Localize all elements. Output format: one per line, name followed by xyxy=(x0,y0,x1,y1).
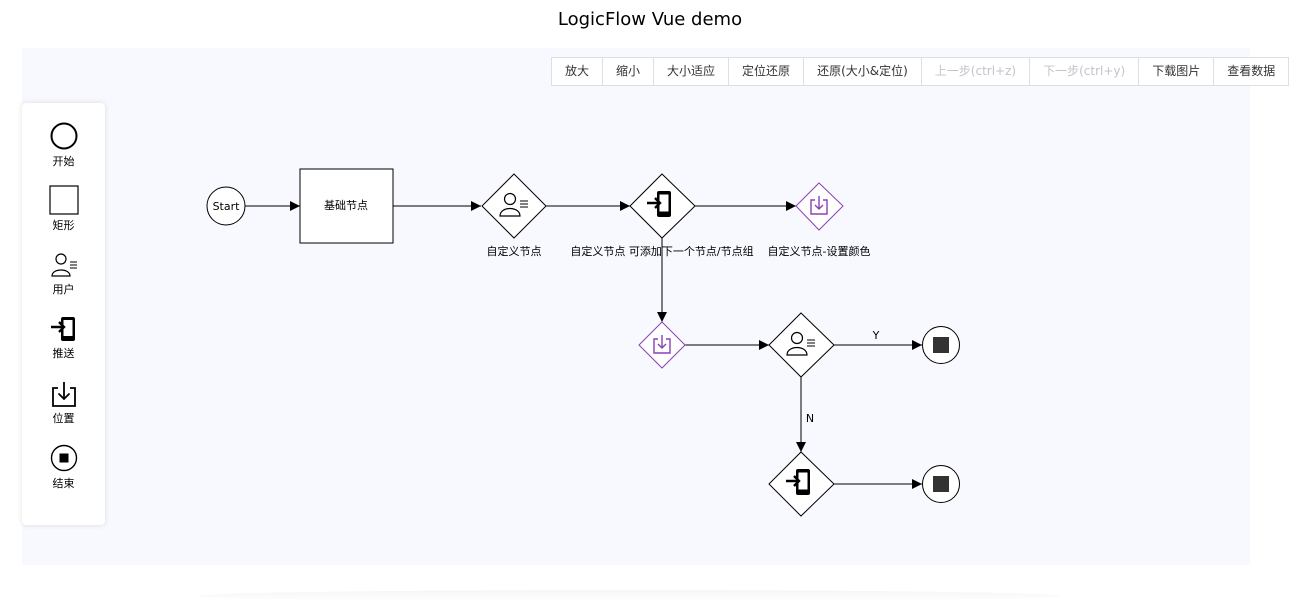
custom-location-node-label: 自定义节点-设置颜色 xyxy=(768,244,871,258)
start-node[interactable]: Start xyxy=(206,186,246,226)
palette-item-push[interactable]: 推送 xyxy=(22,315,105,361)
user-icon xyxy=(499,192,528,217)
palette-item-user[interactable]: 用户 xyxy=(22,251,105,297)
push-icon xyxy=(786,469,810,495)
palette-item-end[interactable]: 结束 xyxy=(22,443,105,491)
basic-node-text: 基础节点 xyxy=(324,199,368,212)
node-palette: 开始 矩形 用户 推送 位置 xyxy=(22,103,105,525)
palette-item-location[interactable]: 位置 xyxy=(22,380,105,426)
start-circle-icon xyxy=(50,122,77,150)
palette-label-location: 位置 xyxy=(52,412,75,425)
palette-label-user: 用户 xyxy=(52,283,75,296)
palette-label-start: 开始 xyxy=(52,155,75,168)
download-box-icon xyxy=(810,196,828,215)
custom-user-node-2[interactable] xyxy=(768,312,835,378)
reset-all-button[interactable]: 还原(大小&定位) xyxy=(804,58,922,85)
custom-location-node[interactable] xyxy=(795,182,844,231)
view-data-button[interactable]: 查看数据 xyxy=(1227,64,1276,78)
zoom-in-button[interactable]: 放大 xyxy=(552,58,604,85)
palette-item-start[interactable]: 开始 xyxy=(22,121,105,169)
page-title: LogicFlow Vue demo xyxy=(557,9,743,30)
flow-canvas[interactable] xyxy=(22,48,1250,565)
custom-push-node-label: 自定义节点 可添加下一个节点/节点组 xyxy=(570,244,753,258)
palette-label-push: 推送 xyxy=(52,347,75,360)
start-node-text: Start xyxy=(213,200,241,213)
user-icon xyxy=(50,253,77,277)
custom-user-node-label: 自定义节点 xyxy=(487,244,542,258)
undo-button[interactable]: 上一步(ctrl+z) xyxy=(922,58,1031,85)
end-node[interactable] xyxy=(922,326,960,364)
control-toolbar: 放大 缩小 大小适应 定位还原 还原(大小&定位) 上一步(ctrl+z) 下一… xyxy=(551,57,1290,86)
push-icon xyxy=(647,191,671,217)
fit-view-button[interactable]: 大小适应 xyxy=(654,58,730,85)
download-image-button[interactable]: 下载图片 xyxy=(1139,58,1215,85)
push-icon xyxy=(50,317,75,341)
basic-node[interactable]: 基础节点 xyxy=(299,168,394,244)
download-box-icon xyxy=(653,335,671,354)
edge-label-no: N xyxy=(806,412,814,425)
user-icon xyxy=(786,331,815,356)
end-circle-icon xyxy=(50,444,77,472)
palette-label-rect: 矩形 xyxy=(52,219,75,232)
palette-label-end: 结束 xyxy=(52,477,75,490)
custom-push-node[interactable] xyxy=(629,173,696,239)
reset-position-button[interactable]: 定位还原 xyxy=(729,58,805,85)
bottom-shadow xyxy=(200,590,1060,602)
rectangle-icon xyxy=(48,185,79,215)
zoom-out-button[interactable]: 缩小 xyxy=(603,58,655,85)
download-box-icon xyxy=(51,382,76,407)
palette-item-rect[interactable]: 矩形 xyxy=(22,185,105,233)
edge-label-yes: Y xyxy=(872,329,880,342)
redo-button[interactable]: 下一步(ctrl+y) xyxy=(1030,58,1140,85)
custom-location-node-2[interactable] xyxy=(638,321,686,369)
end-node-2[interactable] xyxy=(922,465,960,503)
custom-push-node-2[interactable] xyxy=(768,451,835,517)
custom-user-node[interactable] xyxy=(481,173,547,239)
